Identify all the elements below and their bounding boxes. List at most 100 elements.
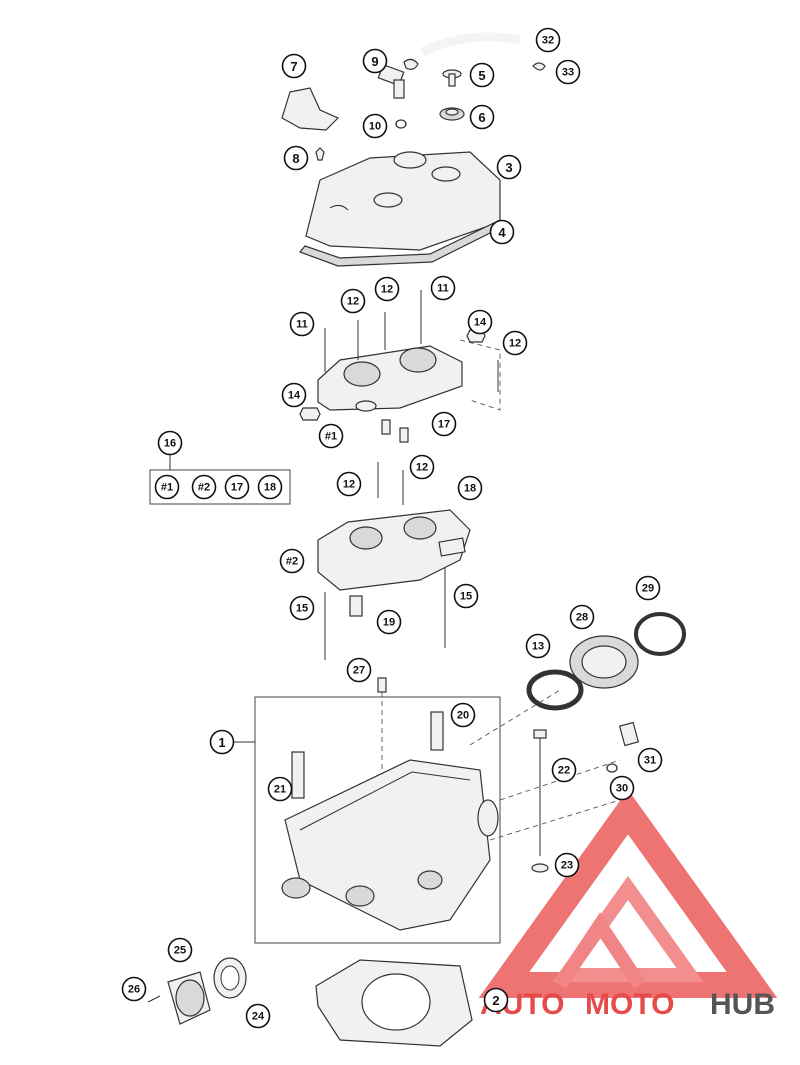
bolts-12-lower bbox=[377, 462, 404, 505]
callout-c11a: 11 bbox=[289, 311, 315, 337]
callout-circle bbox=[346, 657, 372, 683]
callout-circle bbox=[167, 937, 193, 963]
callout-c6: 6 bbox=[469, 104, 495, 130]
callout-label: 15 bbox=[296, 603, 308, 615]
valve-cover-3 bbox=[305, 151, 501, 251]
bearing-bridge-1 bbox=[317, 345, 463, 412]
callout-label: 4 bbox=[498, 225, 506, 240]
callout-c5: 5 bbox=[469, 62, 495, 88]
callout-circle bbox=[157, 430, 183, 456]
callout-circle bbox=[489, 219, 515, 245]
bolts-15 bbox=[324, 568, 446, 660]
callout-label: 17 bbox=[438, 419, 450, 431]
callout-label: 22 bbox=[558, 765, 570, 777]
callout-label: 10 bbox=[369, 121, 381, 133]
callout-c15a: 15 bbox=[289, 595, 315, 621]
callout-label: 8 bbox=[292, 151, 299, 166]
callout-m1b: #1 bbox=[154, 474, 180, 500]
callout-circle bbox=[257, 474, 283, 500]
callout-c31: 31 bbox=[637, 747, 663, 773]
callout-label: 14 bbox=[474, 317, 487, 329]
callout-label: 24 bbox=[252, 1011, 265, 1023]
callout-circle bbox=[637, 747, 663, 773]
callout-circle bbox=[224, 474, 250, 500]
callout-label: 25 bbox=[174, 945, 186, 957]
bolt-22 bbox=[533, 729, 547, 856]
callout-c11b: 11 bbox=[430, 275, 456, 301]
callout-m2a: #2 bbox=[279, 548, 305, 574]
callout-label: 18 bbox=[464, 483, 476, 495]
callout-label: 17 bbox=[231, 482, 243, 494]
callout-circle bbox=[431, 411, 457, 437]
callout-label: 12 bbox=[381, 284, 393, 296]
watermark-logo-mark bbox=[478, 789, 778, 998]
clamp-29 bbox=[634, 612, 686, 656]
callout-label: 19 bbox=[383, 617, 395, 629]
callout-label: 26 bbox=[128, 984, 140, 996]
callout-label: 3 bbox=[505, 160, 512, 175]
callout-c10: 10 bbox=[362, 113, 388, 139]
callout-c23: 23 bbox=[554, 852, 580, 878]
callout-c20: 20 bbox=[450, 702, 476, 728]
callout-c12a: 12 bbox=[340, 288, 366, 314]
callout-c12e: 12 bbox=[409, 454, 435, 480]
callout-c22: 22 bbox=[551, 757, 577, 783]
o-ring-30 bbox=[606, 763, 618, 773]
exhaust-flange-25 bbox=[167, 971, 211, 1025]
callout-circle bbox=[340, 288, 366, 314]
callout-label: 27 bbox=[353, 665, 365, 677]
callout-label: 12 bbox=[347, 296, 359, 308]
bearing-bridge-2 bbox=[317, 509, 471, 591]
callout-label: 14 bbox=[288, 390, 301, 402]
callout-c3: 3 bbox=[496, 154, 522, 180]
callout-label: 20 bbox=[457, 710, 469, 722]
screw-5 bbox=[442, 69, 462, 87]
callout-label: 21 bbox=[274, 784, 286, 796]
callout-circle bbox=[376, 609, 402, 635]
callout-circle bbox=[609, 775, 635, 801]
callout-c15b: 15 bbox=[453, 583, 479, 609]
callout-label: 5 bbox=[478, 68, 485, 83]
sensor-31 bbox=[618, 721, 640, 747]
callout-circle bbox=[555, 59, 581, 85]
clamp-13 bbox=[526, 669, 584, 711]
callout-circle bbox=[209, 729, 235, 755]
callout-circle bbox=[267, 776, 293, 802]
callout-circle bbox=[336, 471, 362, 497]
callout-circle bbox=[467, 309, 493, 335]
callout-label: #2 bbox=[286, 556, 298, 568]
callout-circle bbox=[409, 454, 435, 480]
callout-circle bbox=[635, 575, 661, 601]
callout-c14a: 14 bbox=[467, 309, 493, 335]
callout-c33: 33 bbox=[555, 59, 581, 85]
screw-27 bbox=[377, 677, 387, 770]
callout-label: 7 bbox=[290, 59, 297, 74]
callout-c9: 9 bbox=[362, 48, 388, 74]
callout-label: #1 bbox=[325, 431, 337, 443]
o-ring-10 bbox=[395, 119, 407, 129]
washer-23 bbox=[531, 863, 549, 873]
callout-c1: 1 bbox=[209, 729, 235, 755]
callout-c32: 32 bbox=[535, 27, 561, 53]
callout-circle bbox=[279, 548, 305, 574]
callout-circle bbox=[430, 275, 456, 301]
callout-label: 12 bbox=[509, 338, 521, 350]
callout-circle bbox=[154, 474, 180, 500]
intake-boot-28 bbox=[569, 635, 639, 689]
callout-circle bbox=[469, 62, 495, 88]
callout-c25: 25 bbox=[167, 937, 193, 963]
callout-c19: 19 bbox=[376, 609, 402, 635]
callout-c24: 24 bbox=[245, 1003, 271, 1029]
callout-c18b: 18 bbox=[257, 474, 283, 500]
callout-label: #2 bbox=[198, 482, 210, 494]
callout-label: 15 bbox=[460, 591, 472, 603]
breather-hose bbox=[420, 32, 521, 57]
callout-label: 1 bbox=[218, 735, 225, 750]
callout-c12d: 12 bbox=[336, 471, 362, 497]
callout-circle bbox=[121, 976, 147, 1002]
watermark-wordmark: AUTO MOTO HUB bbox=[480, 988, 775, 1021]
cylinder-head-1 bbox=[281, 759, 499, 931]
callout-circle bbox=[245, 1003, 271, 1029]
callout-label: 11 bbox=[296, 319, 308, 331]
